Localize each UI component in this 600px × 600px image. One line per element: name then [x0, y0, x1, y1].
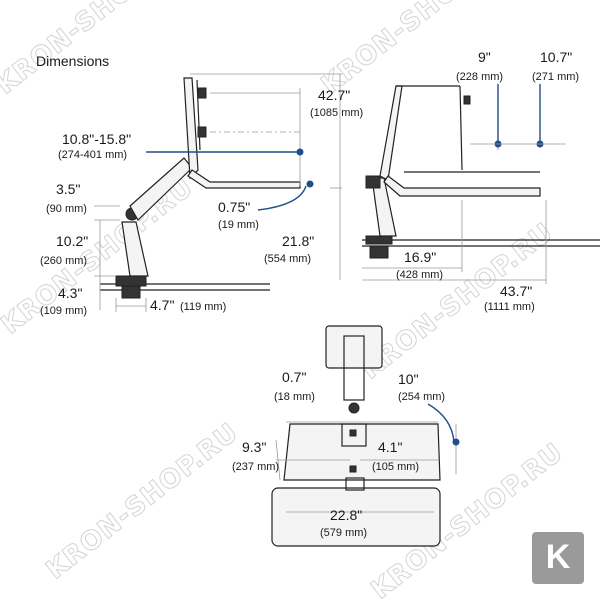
document-tray — [283, 423, 441, 481]
top-view: 0.7" (18 mm) 10" (254 mm) 9.3" (237 mm) … — [232, 325, 460, 547]
keyboard-mount — [345, 477, 365, 491]
monitor-mast — [183, 77, 199, 180]
arm-column — [343, 335, 365, 401]
diagram-title: Dimensions — [36, 53, 109, 69]
height-total-mm: (1085 mm) — [310, 107, 363, 119]
monitor-bracket — [197, 87, 207, 99]
monitor-screen — [459, 85, 463, 171]
monitor-plate — [325, 325, 383, 369]
tray-mount-hole — [349, 465, 357, 473]
thickness-mm: (19 mm) — [218, 219, 259, 231]
arm-offset-mm: (90 mm) — [46, 203, 87, 215]
monitor-bracket — [463, 95, 471, 105]
lower-height-mm: (260 mm) — [40, 255, 87, 267]
arm-pivot — [365, 175, 381, 189]
desk-clamp — [121, 285, 141, 299]
callout-dot — [452, 438, 460, 446]
tray-depth-callout — [427, 403, 455, 443]
width-2-label: 43.7" — [500, 283, 532, 299]
tray-depth-label: 10" — [398, 371, 419, 387]
lower-height-label: 10.2" — [56, 233, 88, 249]
clamp-height-mm: (109 mm) — [40, 305, 87, 317]
base-pole — [121, 221, 149, 277]
depth-1-label: 9" — [478, 49, 491, 65]
depth-2-label: 10.7" — [540, 49, 572, 65]
width-1-label: 16.9" — [404, 249, 436, 265]
front-view: 9" (228 mm) 10.7" (271 mm) 16.9" (428 mm… — [362, 49, 600, 313]
watermark-text: KRON-SHOP.RU — [0, 0, 194, 101]
height-total-label: 42.7" — [318, 87, 350, 103]
arm-range-label: 10.8"-15.8" — [62, 131, 131, 147]
keyboard-width-mm: (579 mm) — [320, 527, 367, 539]
tray-depth-mm: (254 mm) — [398, 391, 445, 403]
depth-1-mm: (228 mm) — [456, 71, 503, 83]
watermark-text: KRON-SHOP.RU — [41, 417, 244, 585]
thickness-callout — [257, 185, 307, 211]
desk-clamp — [365, 235, 393, 245]
clamp-width-label: 4.7" — [150, 297, 174, 313]
depth-2-mm: (271 mm) — [532, 71, 579, 83]
width-1-mm: (428 mm) — [396, 269, 443, 281]
width-2-mm: (1111 mm) — [484, 301, 535, 313]
callout-dot — [296, 148, 304, 156]
tray-gap-mm: (18 mm) — [274, 391, 315, 403]
thickness-label: 0.75" — [218, 199, 250, 215]
arm-pivot — [348, 402, 360, 414]
desk-clamp — [115, 275, 147, 287]
callout-dot — [306, 180, 314, 188]
tray-mount-hole — [349, 429, 357, 437]
tray-offset-label: 4.1" — [378, 439, 402, 455]
reach-label: 21.8" — [282, 233, 314, 249]
clamp-height-label: 4.3" — [58, 285, 82, 301]
brand-logo: K — [532, 532, 584, 584]
logo-badge — [532, 532, 584, 584]
tray-gap-label: 0.7" — [282, 369, 306, 385]
lift-arm — [379, 85, 403, 181]
tray-width-mm: (237 mm) — [232, 461, 279, 473]
arm-range-mm: (274-401 mm) — [58, 149, 127, 161]
reach-mm: (554 mm) — [264, 253, 311, 265]
tray-width-label: 9.3" — [242, 439, 266, 455]
desk-clamp — [369, 245, 389, 259]
tray-mount — [341, 423, 367, 447]
keyboard-width-label: 22.8" — [330, 507, 362, 523]
tray-offset-mm: (105 mm) — [372, 461, 419, 473]
clamp-width-mm: (119 mm) — [180, 301, 226, 313]
keyboard-tray — [187, 169, 301, 189]
logo-letter: K — [546, 538, 571, 576]
side-view: 42.7" (1085 mm) 10.8"-15.8" (274-401 mm)… — [40, 73, 363, 317]
keyboard-tray — [383, 175, 541, 197]
monitor-bracket — [197, 126, 207, 138]
arm-offset-label: 3.5" — [56, 181, 80, 197]
keyboard-surface — [271, 487, 441, 547]
